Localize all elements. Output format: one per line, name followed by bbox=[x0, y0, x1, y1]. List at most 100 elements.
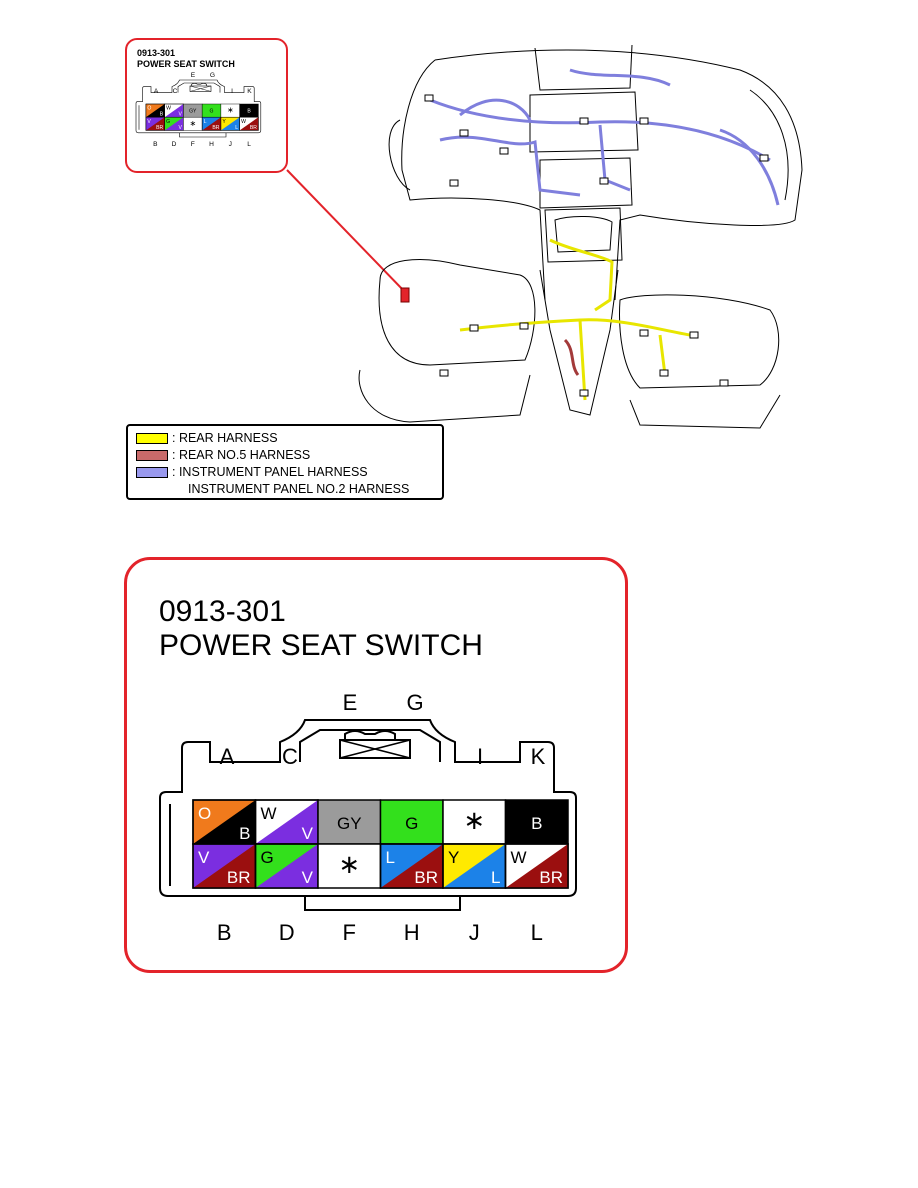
pin-label-j: J bbox=[469, 920, 480, 940]
pin-label-f: F bbox=[343, 920, 356, 940]
pin-label-b: B bbox=[217, 920, 232, 940]
wire-color-label: Y bbox=[222, 119, 226, 125]
wire-color-label: ∗ bbox=[463, 805, 485, 835]
pin-cell-bottom-3: ∗ bbox=[183, 116, 203, 131]
wire-color-label: O bbox=[198, 804, 211, 823]
pin-cell-bottom-3: ∗ bbox=[317, 843, 382, 889]
legend-swatch bbox=[136, 449, 168, 461]
pin-cell-bottom-4: L BR bbox=[201, 116, 222, 131]
pin-label-a: A bbox=[220, 744, 235, 769]
wire-color-label: W bbox=[261, 804, 277, 823]
pin-cell-top-2: WV bbox=[254, 799, 319, 845]
wire-color-label: GY bbox=[337, 814, 362, 833]
wire-color-label: G bbox=[166, 119, 170, 125]
pin-label-c: C bbox=[173, 88, 178, 95]
wire-color-label: V bbox=[147, 119, 151, 125]
wire-color-label: BR bbox=[250, 125, 257, 131]
wire-color-label: ∗ bbox=[338, 849, 360, 879]
legend-swatch bbox=[136, 466, 168, 478]
wire-color-label: ∗ bbox=[227, 106, 234, 115]
pin-label-h: H bbox=[404, 920, 420, 940]
wire-color-label: L bbox=[491, 868, 500, 887]
wire-color-label: BR bbox=[414, 868, 438, 887]
pin-label-a: A bbox=[154, 88, 159, 95]
pin-label-d: D bbox=[172, 141, 177, 148]
pin-label-l: L bbox=[247, 141, 251, 148]
wire-color-label: B bbox=[239, 824, 250, 843]
pin-cell-top-3: GY bbox=[317, 799, 382, 845]
harness-legend: : REAR HARNESS : REAR NO.5 HARNESS : INS… bbox=[126, 424, 444, 500]
wire-color-label: B bbox=[160, 112, 164, 118]
pin-cell-bottom-5: YL bbox=[220, 116, 240, 131]
wire-color-label: Y bbox=[448, 848, 459, 867]
pin-label-k: K bbox=[247, 88, 252, 95]
wire-color-label: GY bbox=[189, 109, 197, 115]
pin-cell-top-1: OB bbox=[145, 103, 165, 118]
pin-label-c: C bbox=[282, 744, 298, 769]
pin-label-d: D bbox=[279, 920, 295, 940]
pin-cell-top-6: B bbox=[239, 103, 259, 118]
pin-cell-top-5: ∗ bbox=[442, 799, 507, 845]
wire-color-label: B bbox=[531, 814, 542, 833]
wire-color-label: G bbox=[261, 848, 274, 867]
wire-color-label: W bbox=[511, 848, 527, 867]
wire-color-label: L bbox=[386, 848, 395, 867]
wire-color-label: V bbox=[178, 125, 182, 131]
pin-label-g: G bbox=[210, 72, 215, 79]
small-connector-name: POWER SEAT SWITCH bbox=[137, 59, 235, 69]
wire-color-label: G bbox=[405, 814, 418, 833]
vehicle-harness-illustration bbox=[358, 44, 803, 429]
pin-cell-top-4: G bbox=[201, 103, 222, 118]
pin-cell-bottom-5: YL bbox=[442, 843, 507, 889]
wire-color-label: BR bbox=[539, 868, 563, 887]
pin-label-f: F bbox=[191, 141, 195, 148]
pin-cell-bottom-4: L BR bbox=[379, 843, 444, 889]
pin-cell-top-4: G bbox=[379, 799, 444, 845]
legend-item-instrument-panel-harness: : INSTRUMENT PANEL HARNESS bbox=[136, 465, 368, 479]
small-connector-code: 0913-301 bbox=[137, 48, 176, 58]
wire-color-label: W bbox=[166, 106, 171, 112]
pin-cell-bottom-1: V BR bbox=[145, 116, 165, 131]
wire-color-label: W bbox=[241, 119, 246, 125]
wire-color-label: V bbox=[302, 868, 314, 887]
pin-cell-bottom-2: GV bbox=[254, 843, 319, 889]
pin-label-l: L bbox=[531, 920, 543, 940]
wire-color-label: BR bbox=[212, 125, 219, 131]
legend-label: : REAR HARNESS bbox=[172, 431, 278, 445]
pin-cell-bottom-6: W BR bbox=[504, 843, 569, 889]
connector-location-marker bbox=[400, 287, 410, 303]
wire-color-label: O bbox=[147, 106, 151, 112]
legend-item-rear-harness: : REAR HARNESS bbox=[136, 431, 278, 445]
pin-cell-top-5: ∗ bbox=[220, 103, 240, 118]
legend-item-instrument-panel-no2-harness: INSTRUMENT PANEL NO.2 HARNESS bbox=[188, 482, 409, 496]
pin-cell-top-1: OB bbox=[192, 799, 257, 845]
pin-cell-bottom-2: GV bbox=[164, 116, 184, 131]
wire-color-label: B bbox=[247, 109, 251, 115]
connector-code: 0913-301 bbox=[159, 595, 286, 628]
pin-label-i: I bbox=[231, 88, 233, 95]
pin-label-e: E bbox=[343, 690, 358, 715]
pin-label-k: K bbox=[531, 744, 546, 769]
legend-label: : INSTRUMENT PANEL HARNESS bbox=[172, 465, 368, 479]
wire-color-label: BR bbox=[156, 125, 163, 131]
connector-name: POWER SEAT SWITCH bbox=[159, 629, 483, 662]
pin-label-h: H bbox=[209, 141, 214, 148]
pin-cell-bottom-6: W BR bbox=[239, 116, 259, 131]
legend-item-rear-no5-harness: : REAR NO.5 HARNESS bbox=[136, 448, 310, 462]
legend-label: INSTRUMENT PANEL NO.2 HARNESS bbox=[188, 482, 410, 496]
callout-leader-line bbox=[286, 169, 410, 303]
wire-color-label: V bbox=[302, 824, 314, 843]
wire-color-label: L bbox=[235, 125, 238, 131]
wire-color-label: V bbox=[198, 848, 210, 867]
pin-label-e: E bbox=[191, 72, 196, 79]
wire-color-label: V bbox=[178, 112, 182, 118]
pin-cell-top-6: B bbox=[504, 799, 569, 845]
wire-color-label: L bbox=[204, 119, 207, 125]
pin-label-j: J bbox=[229, 141, 232, 148]
pin-cell-bottom-1: V BR bbox=[192, 843, 257, 889]
wire-color-label: BR bbox=[227, 868, 251, 887]
